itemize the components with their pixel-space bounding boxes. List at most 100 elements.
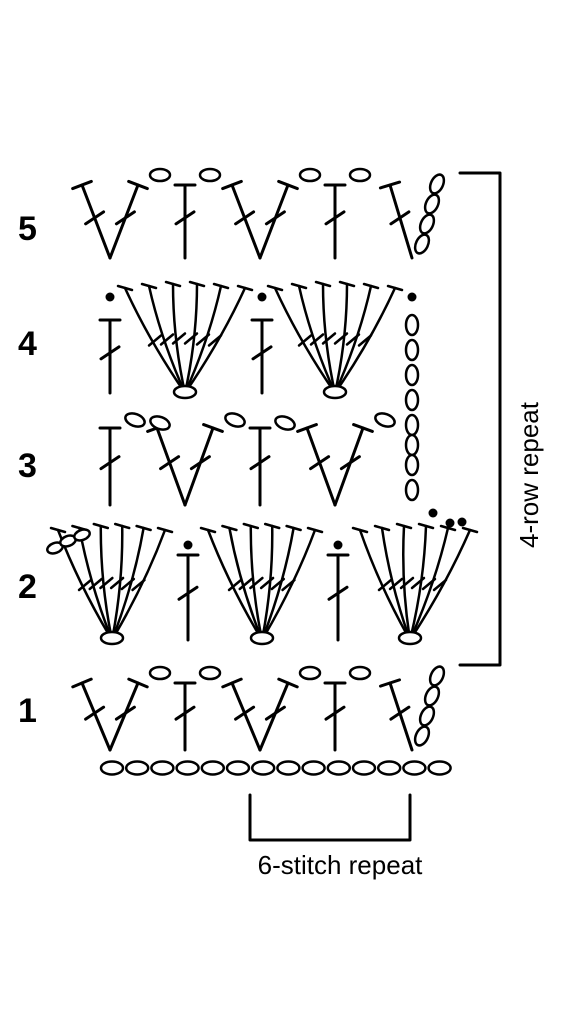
fan-stitch-top <box>199 526 217 534</box>
foundation-chain <box>276 760 301 776</box>
fan-stitch-bar <box>432 578 448 592</box>
double-crochet-bar <box>264 705 286 721</box>
chain-stitch <box>413 233 431 255</box>
fan-stitch <box>408 526 450 642</box>
fan-stitch <box>183 286 247 395</box>
foundation-chain <box>99 760 125 776</box>
chain-stitch <box>124 412 146 428</box>
fan-stitch-top <box>461 526 479 534</box>
double-crochet <box>80 681 112 752</box>
double-crochet-bar <box>114 210 136 226</box>
double-crochet-bar <box>159 455 181 471</box>
double-crochet <box>108 681 140 752</box>
fan-stitch-bar <box>357 334 373 347</box>
chain-stitch <box>198 665 222 681</box>
chain-stitch <box>148 167 172 183</box>
double-crochet-top <box>127 179 149 191</box>
double-crochet-top <box>202 423 224 433</box>
double-crochet-top <box>378 678 402 688</box>
fan-stitch <box>402 524 412 642</box>
foundation-chain <box>402 760 427 776</box>
chain-stitch <box>404 388 420 412</box>
fan-stitch <box>171 282 187 395</box>
fan-stitch <box>110 528 167 642</box>
chain-stitch <box>428 665 446 687</box>
double-crochet-top <box>221 179 243 191</box>
chain-stitch <box>149 415 171 431</box>
slip-stitch <box>333 540 343 550</box>
fan-stitch <box>228 526 264 642</box>
double-crochet-bar <box>324 705 346 721</box>
fan-stitch-top <box>135 524 152 532</box>
fan-stitch <box>110 524 124 642</box>
double-crochet <box>333 426 365 507</box>
fan-stitch-bar <box>388 577 404 591</box>
fan-stitch-bar <box>99 576 114 590</box>
fan-stitch-bar <box>249 576 264 590</box>
stitch-symbols <box>46 167 479 776</box>
chain-stitch <box>374 412 396 428</box>
stitch-repeat-bracket <box>248 793 412 842</box>
fan-stitch-top <box>290 282 308 290</box>
fan-stitch-top <box>49 526 67 534</box>
fan-stitch-bar <box>259 576 275 590</box>
fan-stitch <box>333 282 349 395</box>
row-label-1: 1 <box>18 692 37 730</box>
double-crochet-top <box>277 179 299 191</box>
foundation-chain <box>427 760 452 776</box>
chain-stitch <box>397 630 423 646</box>
row-label-5: 5 <box>18 210 37 248</box>
fan-stitch-top <box>140 282 158 290</box>
chain-stitch <box>322 384 348 400</box>
fan-stitch <box>333 286 397 395</box>
double-crochet <box>108 183 140 260</box>
chain-stitch <box>404 313 420 337</box>
fan-stitch-bar <box>309 333 325 346</box>
fan-stitch-bar <box>421 577 437 591</box>
fan-stitch <box>321 282 337 395</box>
fan-stitch-bar <box>207 334 223 347</box>
double-crochet-bar <box>249 455 271 471</box>
fan-stitch-bar <box>410 576 426 590</box>
stitch-repeat-label: 6-stitch repeat <box>258 850 424 880</box>
double-crochet-top <box>221 677 243 689</box>
double-crochet-top <box>277 677 299 689</box>
double-crochet-bar <box>84 210 106 226</box>
fan-stitch <box>408 524 428 642</box>
fan-stitch-top <box>417 522 435 530</box>
double-crochet-bar <box>251 345 273 361</box>
double-crochet-bar <box>99 345 121 361</box>
fan-stitch-top <box>386 284 404 292</box>
fan-stitch-bar <box>399 576 415 590</box>
fan-stitch-bar <box>77 578 93 592</box>
chain-stitch <box>73 528 91 542</box>
fan-stitch <box>380 526 412 642</box>
fan-stitch-bar <box>147 334 163 347</box>
double-crochet-bar <box>234 705 256 721</box>
fan-stitch <box>358 528 412 642</box>
double-crochet-top <box>378 180 402 190</box>
fan-stitch <box>249 524 264 642</box>
chain-stitch <box>348 665 372 681</box>
foundation-chain <box>200 760 226 776</box>
double-crochet-top <box>352 423 374 433</box>
fan-stitch-top <box>285 524 302 532</box>
fan-stitch-top <box>156 526 174 534</box>
fan-stitch <box>260 524 274 642</box>
fan-stitch-top <box>188 280 206 288</box>
fan-stitch-bar <box>333 332 349 345</box>
fan-stitch-bar <box>120 577 136 591</box>
foundation-chain <box>124 760 150 776</box>
chain-stitch <box>249 630 275 646</box>
double-crochet-bar <box>174 210 196 226</box>
foundation-chain <box>175 760 200 776</box>
fan-stitch <box>206 528 264 642</box>
double-crochet <box>230 681 262 752</box>
fan-stitch-top <box>338 280 356 288</box>
double-crochet-bar <box>327 585 349 601</box>
slip-stitch <box>105 292 115 302</box>
fan-stitch-bar <box>131 578 146 592</box>
double-crochet <box>80 183 112 260</box>
chain-stitch <box>418 705 436 727</box>
double-crochet <box>258 681 290 752</box>
